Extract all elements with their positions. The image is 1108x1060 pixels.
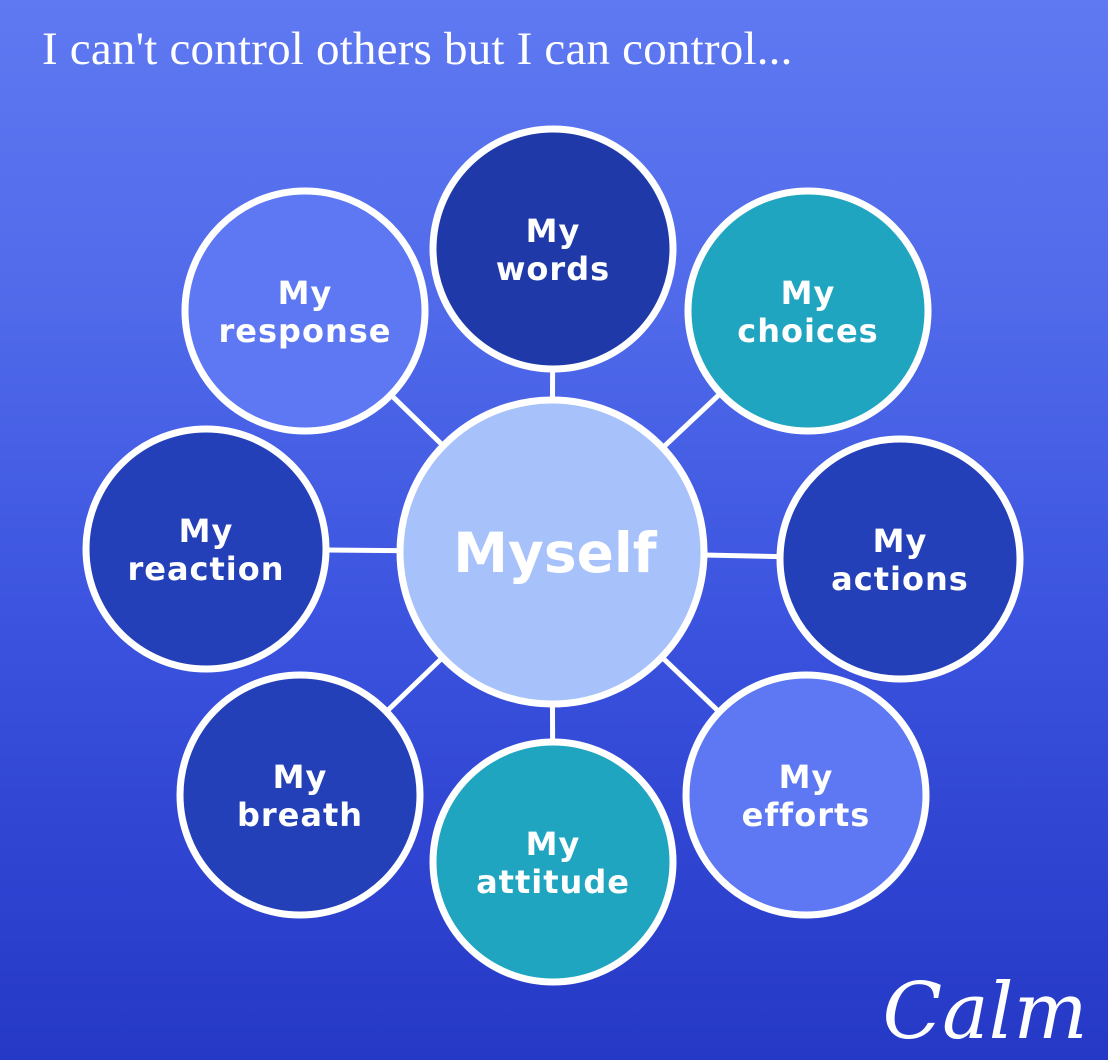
node-label-actions-line-1: actions: [831, 560, 969, 598]
connector-reaction: [325, 547, 401, 554]
node-label-words-line-0: My: [526, 212, 581, 250]
node-label-efforts-line-1: efforts: [742, 796, 871, 834]
node-circle-efforts: [682, 671, 930, 919]
connector-efforts: [660, 655, 722, 714]
outer-nodes: MywordsMychoicesMyactionsMyeffortsMyatti…: [82, 125, 1024, 986]
center-node: Myself: [396, 396, 708, 708]
node-circle-choices: [684, 187, 932, 435]
connector-lines: [325, 368, 781, 743]
node-label-breath-line-1: breath: [237, 796, 363, 834]
node-circle-reaction: [82, 425, 330, 673]
connector-breath: [384, 655, 445, 714]
node-circle-attitude: [429, 738, 677, 986]
connector-actions: [703, 552, 781, 560]
node-circle-response: [181, 187, 429, 435]
diagram-title: I can't control others but I can control…: [42, 23, 793, 75]
node-label-choices-line-1: choices: [737, 312, 878, 350]
node-label-response-line-1: response: [219, 312, 392, 350]
node-label-actions-line-0: My: [873, 522, 928, 560]
node-label-words-line-1: words: [496, 250, 610, 288]
node-label-response-line-0: My: [278, 274, 333, 312]
node-circle-words: [429, 125, 677, 373]
node-label-reaction-line-0: My: [179, 512, 234, 550]
calm-logo: Calm: [882, 967, 1087, 1057]
connector-response: [389, 393, 445, 448]
node-circle-actions: [776, 435, 1024, 683]
node-circle-breath: [176, 671, 424, 919]
center-label: Myself: [453, 521, 657, 585]
connector-choices: [660, 391, 723, 450]
center-circle: [396, 396, 708, 708]
node-label-attitude-line-0: My: [526, 825, 581, 863]
node-label-breath-line-0: My: [273, 758, 328, 796]
node-label-efforts-line-0: My: [779, 758, 834, 796]
node-label-reaction-line-1: reaction: [127, 550, 284, 588]
node-label-choices-line-0: My: [781, 274, 836, 312]
node-label-attitude-line-1: attitude: [476, 863, 630, 901]
